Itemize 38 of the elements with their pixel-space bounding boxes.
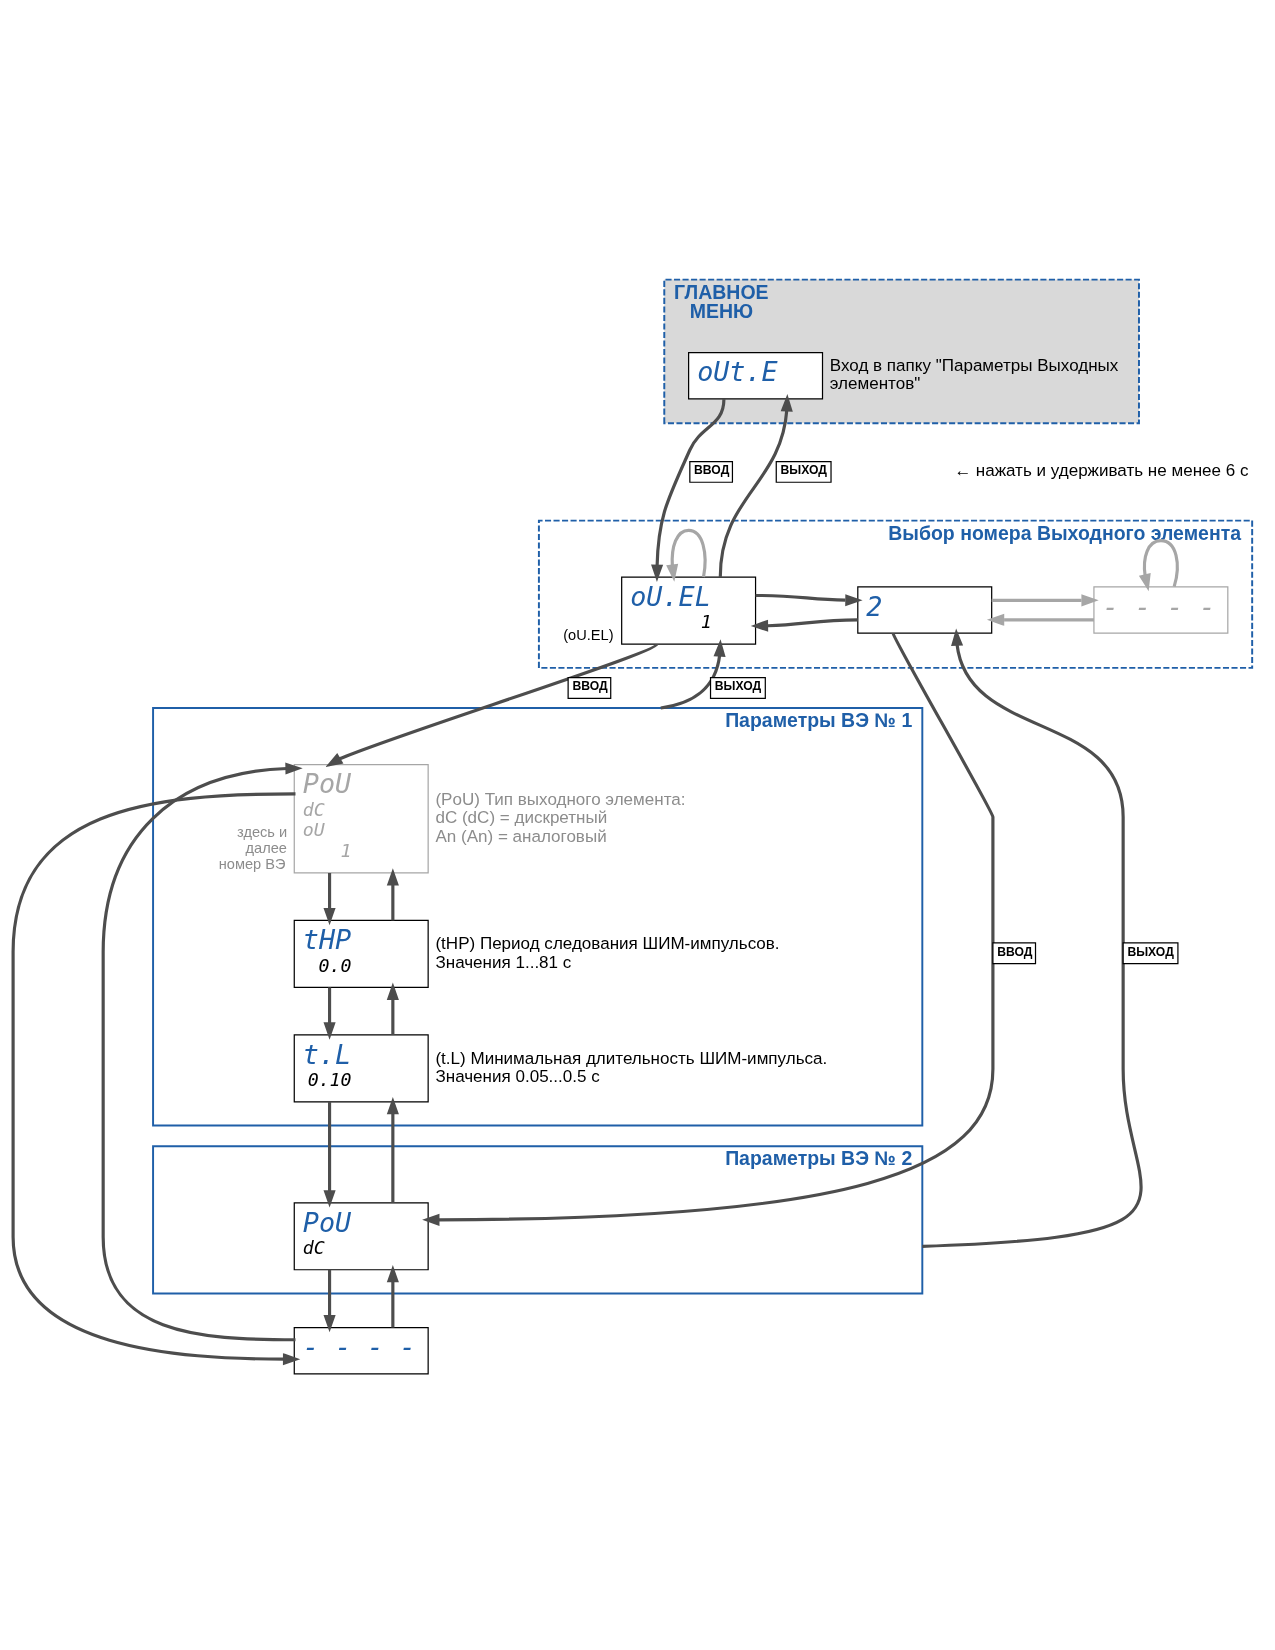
- node-label: Вход в папку "Параметры Выходных элементов": [829, 355, 1119, 393]
- arrow: [986, 613, 1094, 626]
- node-label: An (An) = аналоговый: [435, 826, 607, 846]
- arrow: [750, 617, 858, 632]
- node-label: Значения 1...81 с: [435, 952, 572, 972]
- arrow: [386, 867, 399, 920]
- edge-label: ВВОД: [694, 462, 730, 477]
- arrow: [386, 1096, 399, 1203]
- label: ← нажать и удерживать не менее 6 с: [953, 460, 1249, 480]
- edge-label: ВВОД: [572, 678, 608, 693]
- edge-label: ВЫХОД: [780, 462, 827, 477]
- edge-label: ВЫХОД: [1127, 944, 1174, 959]
- arrow: [323, 1101, 336, 1208]
- arrow: [323, 986, 336, 1040]
- arrow: [922, 627, 1143, 1248]
- arrow: [1138, 538, 1179, 591]
- node-label: (oU.EL): [563, 626, 614, 643]
- arrow: [386, 982, 399, 1035]
- node-label: Значения 0.05...0.5 с: [435, 1066, 600, 1086]
- node-label: (tHP) Период следования ШИМ-импульсов.: [435, 933, 780, 953]
- arrow: [422, 632, 995, 1226]
- arrow: [991, 593, 1099, 606]
- node-label: здесь и далее номер ВЭ: [218, 823, 288, 872]
- edge-label: ВВОД: [997, 944, 1033, 959]
- arrow: [651, 398, 726, 582]
- arrow: [660, 638, 726, 710]
- arrow: [323, 872, 336, 925]
- arrow: [386, 1264, 399, 1328]
- node-label: (t.L) Минимальная длительность ШИМ-импульса.: [435, 1048, 828, 1068]
- arrow: [323, 1269, 336, 1332]
- arrow: [718, 393, 793, 577]
- edge-label: ВЫХОД: [714, 678, 762, 693]
- arrow: [101, 761, 303, 1341]
- arrow: [11, 791, 301, 1365]
- node-label: (PoU) Тип выходного элемента:: [435, 789, 686, 809]
- node-label: dC (dC) = дискретный: [435, 807, 608, 827]
- arrow: [666, 528, 707, 582]
- arrow: [755, 593, 863, 606]
